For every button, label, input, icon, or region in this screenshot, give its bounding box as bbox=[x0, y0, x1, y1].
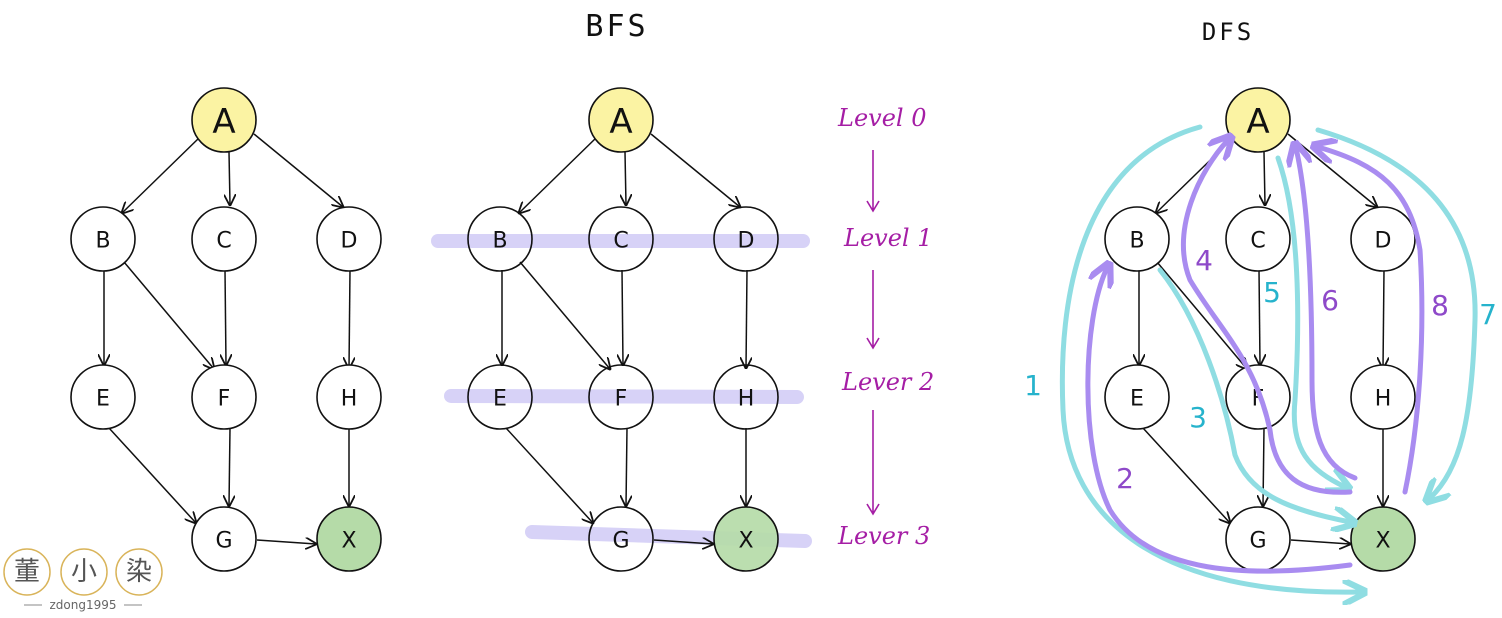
level-arrow-2-3 bbox=[866, 410, 880, 516]
node-c-label: C bbox=[1250, 229, 1265, 254]
level-label-1: Level 1 bbox=[843, 224, 932, 252]
node-h bbox=[713, 364, 779, 430]
node-f-label: F bbox=[615, 387, 628, 412]
node-x-target bbox=[713, 506, 779, 572]
watermark-seal-3 bbox=[115, 548, 163, 596]
dfs-path-4 bbox=[1181, 140, 1353, 495]
node-c bbox=[191, 206, 257, 272]
node-d bbox=[316, 206, 382, 272]
watermark-char-3: 染 bbox=[126, 557, 152, 587]
node-h-label: H bbox=[341, 387, 358, 412]
node-b bbox=[467, 206, 533, 272]
dfs-step-7: 7 bbox=[1479, 298, 1497, 331]
graph-bfs-nodes: A B C D E F H G X bbox=[467, 87, 779, 572]
node-h bbox=[316, 364, 382, 430]
graph-dfs-nodes: A B C D E F H G X bbox=[1104, 87, 1416, 572]
node-a-label: A bbox=[609, 102, 632, 142]
node-h-label: H bbox=[738, 387, 755, 412]
node-h bbox=[1350, 364, 1416, 430]
bfs-level-labels: Level 0 Level 1 Lever 2 Lever 3 bbox=[837, 104, 934, 550]
graph-bfs: A B C D E F H G X Level 0 Level 1 Lever … bbox=[431, 87, 934, 572]
dfs-step-1: 1 bbox=[1024, 369, 1042, 402]
node-a-start bbox=[1225, 87, 1291, 153]
node-e bbox=[1104, 364, 1170, 430]
node-b bbox=[1104, 206, 1170, 272]
node-b-label: B bbox=[95, 229, 110, 254]
bfs-title: BFS bbox=[585, 9, 648, 44]
node-d-label: D bbox=[1375, 229, 1392, 254]
graph-plain: A B C D E F H G X bbox=[70, 87, 382, 572]
node-x-label: X bbox=[1375, 529, 1390, 554]
dfs-title: DFS bbox=[1202, 18, 1254, 46]
node-x-label: X bbox=[341, 529, 356, 554]
node-b bbox=[70, 206, 136, 272]
dfs-path-6 bbox=[1296, 148, 1358, 481]
dfs-step-2: 2 bbox=[1116, 462, 1134, 495]
dfs-path-8 bbox=[1318, 147, 1425, 495]
node-d-label: D bbox=[341, 229, 358, 254]
node-g bbox=[588, 506, 654, 572]
dfs-step-6: 6 bbox=[1321, 284, 1339, 317]
node-f bbox=[588, 364, 654, 430]
dfs-step-8: 8 bbox=[1431, 289, 1449, 322]
dfs-step-numbers: 1 2 3 4 5 6 7 8 bbox=[1024, 244, 1497, 495]
node-a-label: A bbox=[1246, 102, 1269, 142]
node-g-label: G bbox=[612, 529, 629, 554]
node-x-target bbox=[316, 506, 382, 572]
dfs-step-3: 3 bbox=[1189, 401, 1207, 434]
level-label-3: Lever 3 bbox=[837, 522, 930, 550]
node-d bbox=[713, 206, 779, 272]
node-a-label: A bbox=[212, 102, 235, 142]
node-e bbox=[70, 364, 136, 430]
dfs-path-1 bbox=[1059, 124, 1360, 592]
node-f-label: F bbox=[218, 387, 231, 412]
watermark-seal-1 bbox=[3, 548, 51, 596]
dfs-path-5 bbox=[1275, 155, 1345, 487]
level-band-2 bbox=[444, 389, 804, 404]
graph-plain-nodes: A B C D E F H G X bbox=[70, 87, 382, 572]
dfs-step-4: 4 bbox=[1195, 244, 1213, 277]
watermark-char-1: 董 bbox=[14, 557, 40, 587]
dfs-path-7 bbox=[1315, 127, 1478, 498]
node-b-label: B bbox=[492, 229, 507, 254]
node-c-label: C bbox=[216, 229, 231, 254]
node-c-label: C bbox=[613, 229, 628, 254]
node-d bbox=[1350, 206, 1416, 272]
node-d-label: D bbox=[738, 229, 755, 254]
graph-bfs-edges bbox=[502, 133, 747, 544]
node-b-label: B bbox=[1129, 229, 1144, 254]
dfs-step-5: 5 bbox=[1263, 276, 1281, 309]
node-g-label: G bbox=[1249, 529, 1266, 554]
node-a-start bbox=[588, 87, 654, 153]
watermark-seal-2 bbox=[60, 548, 108, 596]
node-x-label: X bbox=[738, 529, 753, 554]
node-c bbox=[1225, 206, 1291, 272]
graph-plain-edges bbox=[104, 133, 350, 544]
watermark-char-2: 小 bbox=[71, 557, 97, 587]
node-e-label: E bbox=[493, 387, 507, 412]
level-arrow-0-1 bbox=[866, 150, 880, 213]
node-f bbox=[191, 364, 257, 430]
level-arrow-1-2 bbox=[866, 270, 880, 350]
node-g-label: G bbox=[215, 529, 232, 554]
node-a-start bbox=[191, 87, 257, 153]
level-label-2: Lever 2 bbox=[841, 368, 934, 396]
dfs-traversal-paths bbox=[1059, 124, 1478, 592]
watermark-handle: zdong1995 bbox=[49, 598, 116, 612]
node-e-label: E bbox=[96, 387, 110, 412]
watermark: 董 小 染 zdong1995 bbox=[3, 548, 163, 612]
node-x-target bbox=[1350, 506, 1416, 572]
node-c bbox=[588, 206, 654, 272]
node-h-label: H bbox=[1375, 387, 1392, 412]
node-g bbox=[191, 506, 257, 572]
dfs-path-3 bbox=[1157, 267, 1350, 522]
dfs-path-2 bbox=[1085, 268, 1353, 574]
node-e bbox=[467, 364, 533, 430]
node-e-label: E bbox=[1130, 387, 1144, 412]
graph-dfs-edges bbox=[1139, 133, 1384, 544]
graph-dfs: A B C D E F H G X bbox=[1024, 87, 1497, 592]
level-label-0: Level 0 bbox=[837, 104, 926, 132]
